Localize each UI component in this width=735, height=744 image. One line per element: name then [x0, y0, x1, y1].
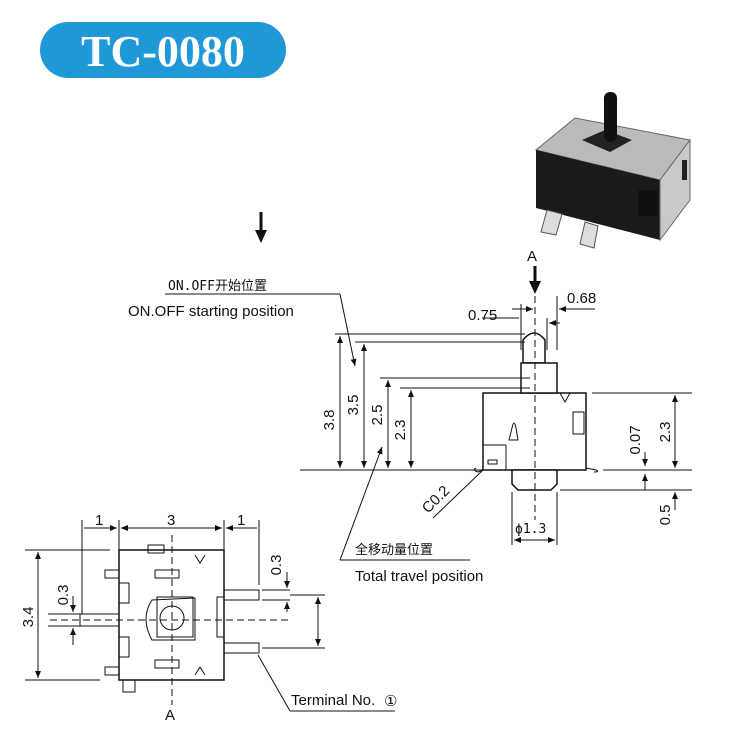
section-label-a: A	[165, 707, 175, 724]
product-photo: A	[527, 92, 691, 265]
dim-2-3: 2.3	[392, 420, 409, 441]
dim-3-8: 3.8	[321, 410, 338, 431]
dim-3: 3	[167, 512, 175, 529]
label-start-cn: ON.OFF开始位置	[168, 279, 267, 294]
dim-0-5: 0.5	[657, 505, 674, 526]
dim-0-68: 0.68	[567, 290, 596, 307]
dim-0-3-left: 0.3	[55, 585, 72, 606]
terminal-number: ①	[384, 693, 397, 710]
dim-3-5: 3.5	[345, 395, 362, 416]
photo-label-a: A	[527, 248, 537, 265]
dim-phi-1-3: ϕ1.3	[515, 522, 546, 537]
title-badge: TC-0080	[40, 22, 286, 78]
dim-0-07: 0.07	[627, 425, 644, 454]
dim-1-left: 1	[95, 512, 103, 529]
arrow-down-press	[529, 266, 541, 294]
dim-2-5: 2.5	[369, 405, 386, 426]
dim-1-right: 1	[237, 512, 245, 529]
label-travel-en: Total travel position	[355, 568, 483, 585]
arrow-down-left	[255, 212, 267, 243]
dim-0-75: 0.75	[468, 307, 497, 324]
side-view: 3.8 3.5 2.5 2.3 0.75 0.68 0.07 2.3 0.5 ϕ…	[128, 279, 692, 585]
dim-3-4: 3.4	[20, 607, 37, 628]
label-start-en: ON.OFF starting position	[128, 303, 294, 320]
bottom-view: 1 3 1 3.4 0.3 0.3 A Terminal No. ①	[20, 512, 397, 724]
title-text: TC-0080	[81, 27, 245, 76]
dim-0-3-right: 0.3	[268, 555, 285, 576]
dim-2-3-right: 2.3	[657, 422, 674, 443]
label-travel-cn: 全移动量位置	[355, 542, 433, 558]
dim-c0-2: C0.2	[419, 482, 453, 516]
terminal-label: Terminal No.	[291, 692, 375, 709]
